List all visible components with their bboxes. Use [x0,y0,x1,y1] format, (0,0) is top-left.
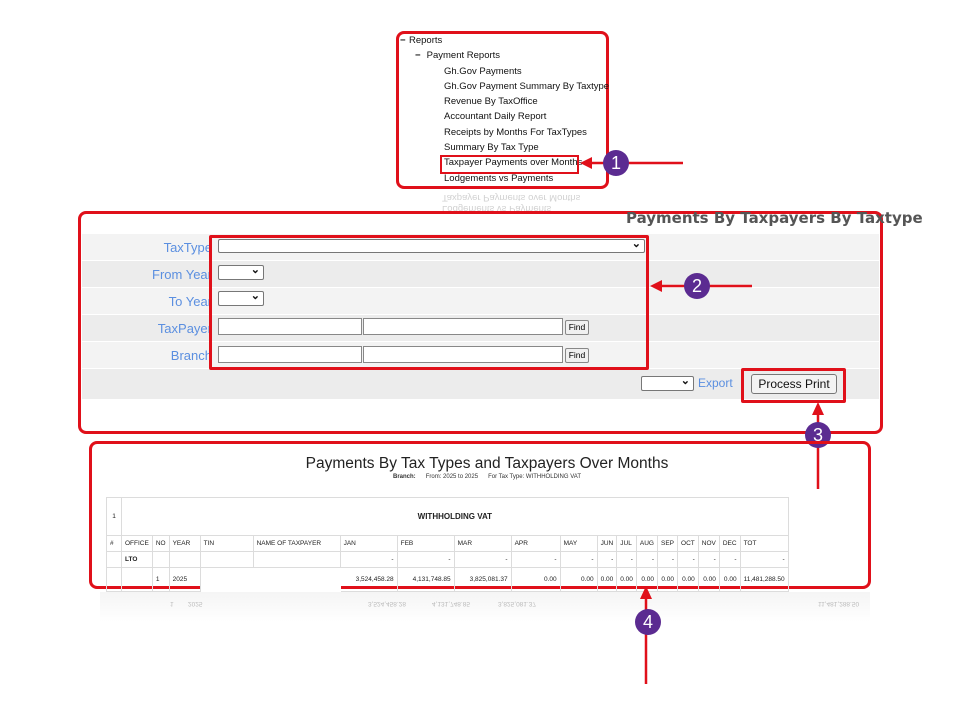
callout-badge-4: 4 [635,609,661,635]
reflection-text: 4,131,748.85 [432,600,470,607]
section-row: 1 WITHHOLDING VAT [106,497,789,536]
tree-item-lodgements-vs-payments[interactable]: Lodgements vs Payments [444,172,554,184]
chevron-down-icon: ⌄ [250,290,260,302]
branch-label: Branch [170,348,212,363]
collapse-icon[interactable]: − [400,35,406,46]
col-header: AUG [635,535,659,552]
report-table: 1 WITHHOLDING VAT # OFFICE NO YEAR TIN N… [106,497,789,592]
tree-item-ghgov-summary[interactable]: Gh.Gov Payment Summary By Taxtype [444,80,610,92]
chevron-down-icon: ⌄ [631,238,641,250]
col-header: TIN [199,535,254,552]
table-row: 1 2025 3,524,458.28 4,131,748.85 3,825,0… [106,567,789,592]
taxpayer-find-button[interactable]: Find [565,320,589,335]
callout-arrow-4 [640,586,652,684]
col-header: OFFICE [121,535,153,552]
col-header: MAR [453,535,512,552]
reflection-text: 1 [170,600,174,607]
to-year-select[interactable]: ⌄ [218,290,264,306]
collapse-icon[interactable]: − [415,50,421,62]
office-row: LTO - - - - - - - - - - - - - [106,551,789,568]
reflection-text: 2025 [188,600,203,607]
tree-item-summary-by-tax-type[interactable]: Summary By Tax Type [444,142,539,154]
tree-root[interactable]: −Reports [400,33,609,48]
to-year-label: To Year [168,294,212,309]
taxtype-select[interactable]: ⌄ [218,238,645,253]
office-name: LTO [121,551,153,568]
chevron-down-icon: ⌄ [680,375,690,387]
col-header: SEP [656,535,679,552]
tree-item-taxpayer-payments-over-months[interactable]: Taxpayer Payments over Months [444,157,583,169]
tree-group[interactable]: − Payment Reports [400,48,609,63]
branch-name-input[interactable] [363,346,563,363]
col-header: JUN [596,535,618,552]
header-row: # OFFICE NO YEAR TIN NAME OF TAXPAYER JA… [106,535,789,552]
tree-item-receipts-by-months[interactable]: Receipts by Months For TaxTypes [444,126,587,138]
menu-highlight-box [396,31,609,189]
taxtype-label: TaxType [163,240,212,255]
taxpayer-tin-input[interactable] [218,318,362,335]
col-header: NAME OF TAXPAYER [252,535,341,552]
report-reflection [100,592,870,622]
section-no: 1 [106,497,122,536]
col-header: MAY [559,535,598,552]
row-from-year: From Year [82,261,879,287]
col-header: JUL [616,535,637,552]
taxpayer-name-input[interactable] [363,318,563,335]
tree-item-accountant-daily[interactable]: Accountant Daily Report [444,111,547,123]
export-format-select[interactable]: ⌄ [641,375,694,391]
col-header: NO [151,535,170,552]
tin-redacted [199,567,254,592]
col-header: OCT [677,535,699,552]
process-print-button[interactable]: Process Print [751,374,837,394]
export-link[interactable]: Export [698,376,733,390]
process-print-highlight [741,368,846,403]
row-actions [82,369,879,399]
taxpayer-name-redacted [252,567,341,592]
reflection-text: 3,524,458.28 [368,600,406,607]
section-title: WITHHOLDING VAT [121,497,789,536]
col-header: NOV [697,535,720,552]
reflection-text: 3,825,081.37 [498,600,536,607]
reports-tree: −Reports − Payment Reports Gh.Gov Paymen… [400,33,609,186]
form-title: Payments By Taxpayers By Taxtype [626,209,923,227]
col-header: TOT [739,535,789,552]
col-header: DEC [718,535,741,552]
tree-item-revenue-by-taxoffice[interactable]: Revenue By TaxOffice [444,96,538,108]
col-header: JAN [339,535,398,552]
form-panel-highlight [78,211,883,434]
from-year-label: From Year [152,267,212,282]
callout-arrow-1 [580,157,683,169]
form-fields-highlight [209,235,649,370]
col-header: FEB [396,535,455,552]
callout-badge-1: 1 [603,150,629,176]
taxpayer-label: TaxPayer [157,321,212,336]
selected-item-highlight [440,155,579,174]
tree-item-ghgov-payments[interactable]: Gh.Gov Payments [444,65,522,77]
report-subtitle: Branch: From: 2025 to 2025 For Tax Type:… [393,474,581,480]
col-header: YEAR [168,535,201,552]
from-year-select[interactable]: ⌄ [218,264,264,280]
branch-find-button[interactable]: Find [565,348,589,363]
branch-code-input[interactable] [218,346,362,363]
reflection-text: 11,481,288.50 [818,600,860,607]
col-header: # [106,535,122,552]
report-title: Payments By Tax Types and Taxpayers Over… [305,455,669,472]
row-to-year: To Year [82,288,879,314]
callout-badge-2: 2 [684,273,710,299]
col-header: APR [510,535,561,552]
chevron-down-icon: ⌄ [250,264,260,276]
